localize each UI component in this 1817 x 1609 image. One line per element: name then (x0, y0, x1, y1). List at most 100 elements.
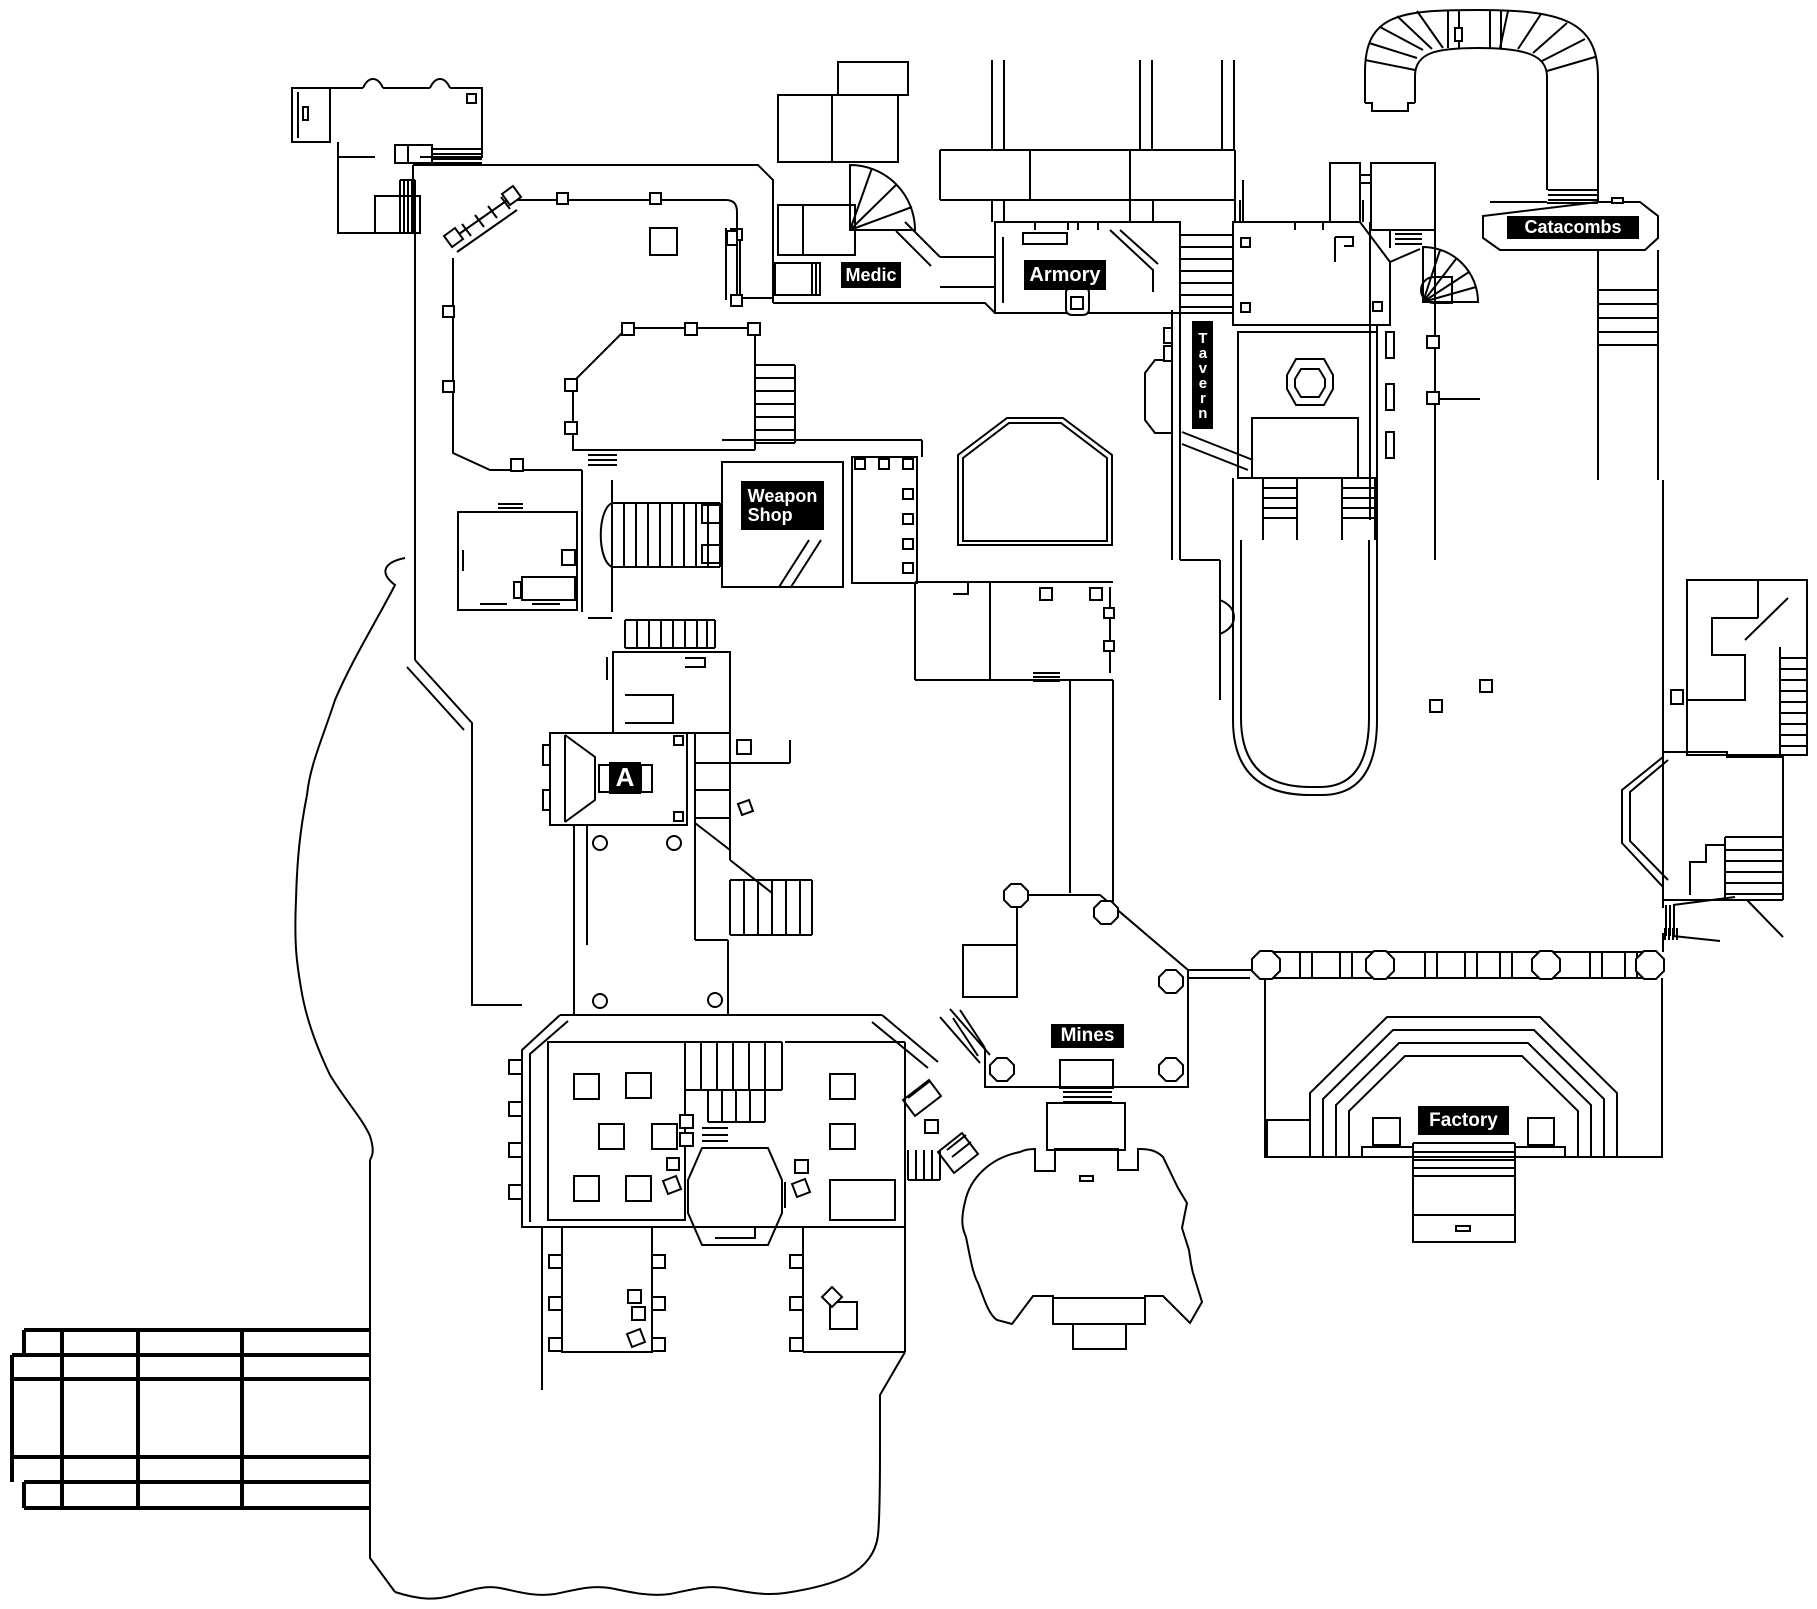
wall-path (542, 744, 550, 811)
wall-path (1597, 250, 1659, 480)
marker-path (902, 562, 914, 574)
pillar-path (666, 835, 683, 851)
marker-path (854, 458, 866, 470)
wall-path (466, 93, 477, 104)
wall-path (606, 651, 731, 734)
marker-path (640, 764, 653, 793)
marker-path (1103, 640, 1115, 652)
marker-path (1670, 689, 1684, 705)
wall-path (1686, 579, 1808, 756)
wall-path (1329, 162, 1436, 231)
wall-path (1664, 928, 1678, 940)
wall-path (1412, 1142, 1516, 1178)
wall-path (707, 1090, 766, 1123)
marker-path (548, 1296, 563, 1311)
wall-path (785, 1041, 906, 1352)
wall-path (722, 439, 923, 457)
marker-path (621, 322, 635, 336)
wall-path (572, 327, 755, 451)
wall-path (1294, 222, 1324, 230)
marker-path (1479, 679, 1493, 693)
wall-path (412, 164, 774, 303)
marker-path (790, 1177, 812, 1199)
wall-path (777, 61, 909, 163)
wall-path (457, 548, 464, 573)
wall-path (991, 200, 1241, 222)
wall-path (1689, 844, 1725, 895)
pillar-path (1003, 883, 1029, 908)
wall-path (939, 1008, 991, 1064)
wall-path (1335, 1042, 1592, 1157)
wall-path (480, 603, 560, 611)
map-label-weapon-shop: Weapon Shop (741, 481, 824, 530)
wall-path (1059, 1059, 1114, 1089)
marker-path (1611, 197, 1624, 204)
wall-path (1687, 580, 1789, 701)
marker-path (829, 1123, 856, 1150)
pillar-path (1251, 950, 1281, 980)
wall-path (1361, 1146, 1566, 1157)
marker-path (736, 798, 755, 817)
marker-path (794, 1159, 809, 1174)
wall-path (547, 1041, 686, 1221)
wall-path (962, 422, 1108, 542)
map-label-mines: Mines (1051, 1024, 1124, 1048)
map-label-catacombs: Catacombs (1507, 216, 1639, 239)
wall-path (907, 1150, 941, 1181)
wall-path (1629, 759, 1669, 881)
pillar-path (592, 835, 609, 851)
marker-path (625, 1327, 647, 1349)
wall-path (1422, 245, 1480, 303)
wall-path (936, 1131, 980, 1175)
marker-path (1429, 699, 1443, 713)
marker-path (789, 1254, 804, 1269)
wall-path (773, 302, 996, 314)
marker-path (829, 1301, 858, 1330)
marker-path (573, 1175, 600, 1202)
marker-path (789, 1337, 804, 1352)
wall-path (1171, 310, 1181, 560)
wall-path (1372, 1117, 1555, 1146)
pillar-path (1093, 900, 1119, 925)
wall-path (1069, 680, 1114, 902)
pillar-path (707, 992, 724, 1008)
marker-path (651, 1337, 666, 1352)
marker-path (556, 192, 569, 205)
map-label-factory: Factory (1418, 1106, 1509, 1135)
wall-path (1348, 1055, 1579, 1157)
marker-path (924, 1119, 939, 1134)
wall-path (1046, 1102, 1126, 1151)
wall-path (561, 1227, 653, 1353)
wall-path (1334, 236, 1354, 262)
marker-path (1385, 431, 1395, 459)
marker-path (625, 1072, 652, 1099)
wall-path (394, 1351, 906, 1600)
wall-path (901, 1078, 943, 1118)
wall-path (1180, 559, 1236, 700)
marker-path (510, 458, 524, 472)
wall-path (521, 1014, 905, 1228)
map-label-medic: Medic (841, 262, 901, 288)
wall-path (1322, 1029, 1605, 1157)
pillar-path (1365, 950, 1395, 980)
wall-path (1414, 46, 1548, 190)
marker-path (679, 1114, 694, 1129)
marker-path (726, 230, 738, 246)
wall-path (1364, 10, 1444, 71)
wall-path (1364, 8, 1599, 203)
marker-path (627, 1289, 642, 1304)
marker-path (1079, 1175, 1094, 1182)
wall-path (1181, 431, 1254, 471)
wall-path (957, 417, 1113, 546)
wall-path (952, 894, 1189, 1088)
wall-path (362, 77, 451, 89)
wall-path (1022, 232, 1068, 245)
wall-path (701, 504, 722, 564)
marker-path (1039, 587, 1053, 601)
wall-path (513, 199, 773, 299)
marker-path (666, 1157, 680, 1171)
marker-path (747, 322, 761, 336)
wall-path (1482, 201, 1659, 251)
